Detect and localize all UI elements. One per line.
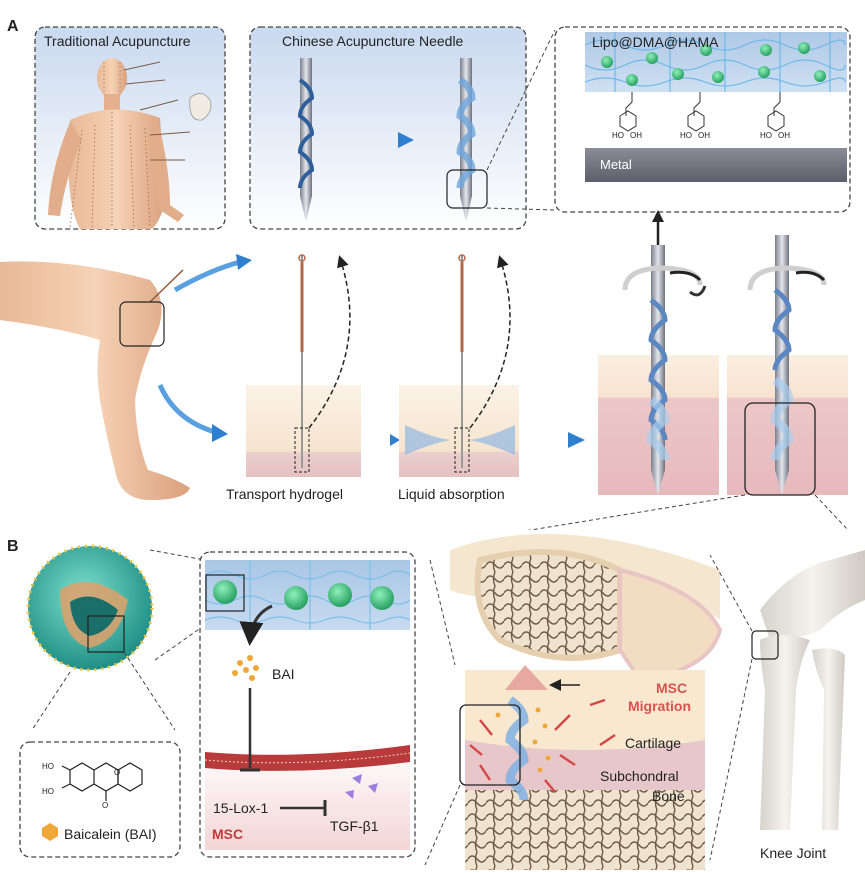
panel-a-letter: A: [7, 18, 19, 35]
catechol-oh-label: OH: [698, 131, 710, 140]
catechol-ho-label: HO: [680, 131, 692, 140]
rotating-needle-icon: [622, 210, 707, 495]
human-figure-icon: [48, 58, 212, 229]
catechol-linker-icon: [619, 92, 785, 132]
tgf-beta-icon: [345, 774, 378, 799]
migration-label: Migration: [628, 698, 691, 714]
traditional-acupuncture-title: Traditional Acupuncture: [44, 33, 191, 49]
rotating-needle-icon: [744, 235, 827, 496]
tgf-label: TGF-β1: [330, 818, 379, 834]
liposome-bead-icon: [213, 580, 394, 610]
chinese-needle-title: Chinese Acupuncture Needle: [282, 33, 464, 49]
msc-cell-icon: [469, 698, 616, 793]
knee-joint-icon: [751, 550, 865, 830]
bare-needle-icon: [297, 58, 315, 222]
metal-label: Metal: [600, 157, 632, 172]
compound-label: Baicalein (BAI): [64, 826, 157, 842]
bai-label: BAI: [272, 666, 295, 682]
coated-needle-icon: [446, 58, 488, 222]
bai-molecule-icon: [232, 655, 259, 681]
migration-label-msc: MSC: [656, 680, 688, 696]
liposome-icon: [26, 544, 154, 672]
compound-atom-label: HO: [42, 762, 54, 771]
subchondral-label: Subchondral: [600, 768, 679, 784]
liquid-absorption-label: Liquid absorption: [398, 486, 505, 502]
msc-label: MSC: [212, 826, 244, 842]
catechol-ho-label: HO: [760, 131, 772, 140]
compound-atom-label: HO: [42, 787, 54, 796]
compound-atom-label: O: [114, 768, 121, 777]
panel-a-artwork: [0, 26, 851, 530]
panel-b-artwork: [19, 534, 865, 870]
coating-title: Lipo@DMA@HAMA: [592, 34, 719, 50]
liposome-bead-icon: [601, 42, 826, 86]
leg-icon: [0, 261, 190, 500]
hydrogel-network-icon: [584, 32, 846, 92]
panel-b-letter: B: [7, 538, 19, 555]
catechol-ho-label: HO: [612, 131, 624, 140]
cartilage-label: Cartilage: [625, 735, 682, 751]
compound-atom-label: O: [102, 801, 109, 810]
catechol-oh-label: OH: [778, 131, 790, 140]
catechol-oh-label: OH: [630, 131, 642, 140]
lox-label: 15-Lox-1: [213, 800, 269, 816]
baicalein-structure-icon: [61, 762, 143, 801]
transport-hydrogel-label: Transport hydrogel: [226, 486, 343, 502]
bone-label: Bone: [652, 788, 685, 804]
knee-joint-label: Knee Joint: [760, 845, 827, 861]
